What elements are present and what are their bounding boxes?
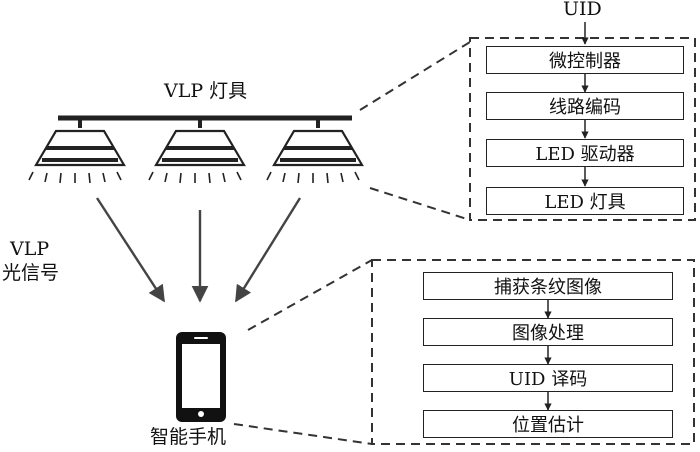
callout-connectors xyxy=(233,41,471,445)
uid-input-label: UID xyxy=(563,0,602,20)
step-image-processing: 图像处理 xyxy=(423,318,673,346)
light-signal-label-line2: 光信号 xyxy=(2,262,60,284)
light-ray-arrows xyxy=(95,197,302,303)
step-uid-decoding: UID 译码 xyxy=(423,364,673,392)
lamp-icon xyxy=(28,118,126,184)
step-position-estimation: 位置估计 xyxy=(423,410,673,438)
step-microcontroller: 微控制器 xyxy=(486,46,684,74)
step-led-luminaire: LED 灯具 xyxy=(486,187,684,215)
lamp-icon xyxy=(266,118,364,184)
light-signal-label-line1: VLP xyxy=(10,238,50,260)
receiver-group xyxy=(371,259,695,445)
step-capture-stripe-image: 捕获条纹图像 xyxy=(423,272,673,300)
step-line-coding: 线路编码 xyxy=(486,92,684,120)
smartphone-label: 智能手机 xyxy=(150,426,227,448)
smartphone-icon xyxy=(176,332,226,422)
lamp-icon xyxy=(148,118,246,184)
luminaire-title: VLP 灯具 xyxy=(164,80,248,102)
step-led-driver: LED 驱动器 xyxy=(486,139,684,167)
